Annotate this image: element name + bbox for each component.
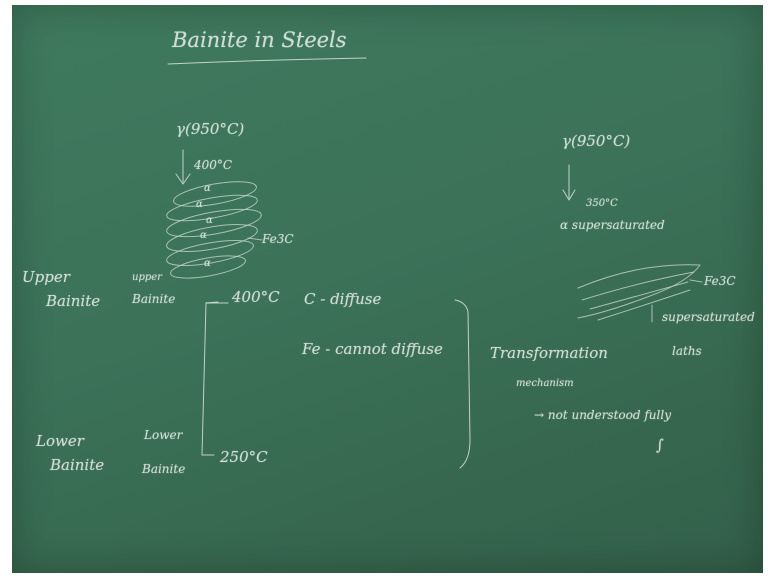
not-understood-note: → not understood fully	[534, 408, 671, 422]
left-gamma-label: γ(950°C)	[176, 120, 245, 138]
carbon-diffuse-note: C - diffuse	[304, 290, 382, 308]
lower-label-2: Bainite	[50, 456, 105, 474]
chalkboard	[12, 5, 763, 573]
transformation-note: Transformation	[490, 344, 608, 362]
right-arrow	[562, 164, 576, 201]
right-hold-temp: 350°C	[586, 198, 618, 209]
right-lath-note: supersaturated	[662, 310, 755, 324]
dash-upper	[205, 301, 219, 304]
upper-label-2: Bainite	[46, 292, 101, 310]
left-bainite-sketch	[166, 181, 263, 279]
lower-temp: 250°C	[220, 448, 268, 466]
left-arrow	[175, 149, 191, 185]
alpha-mark-1: α	[204, 183, 211, 194]
lower-sub-2: Bainite	[142, 462, 186, 476]
right-carbide-label: Fe3C	[704, 274, 736, 288]
upper-label-1: Upper	[22, 268, 70, 286]
right-bainite-sketch	[577, 264, 703, 323]
integral-symbol: ∫	[656, 436, 664, 454]
upper-sub-2: Bainite	[132, 292, 176, 306]
alpha-mark-4: α	[200, 230, 207, 241]
right-bracket	[454, 299, 471, 469]
board-title: Bainite in Steels	[172, 28, 347, 52]
alpha-mark-5: α	[204, 258, 211, 269]
left-carbide-label: Fe3C	[262, 232, 294, 246]
upper-sub-1: upper	[132, 272, 162, 283]
iron-no-diffuse-note: Fe - cannot diffuse	[302, 340, 443, 358]
title-underline	[167, 57, 367, 65]
upper-temp: 400°C	[232, 288, 280, 306]
left-bracket	[201, 302, 229, 456]
right-alpha-label: α supersaturated	[560, 218, 665, 232]
alpha-mark-3: α	[206, 215, 213, 226]
left-hold-temp: 400°C	[194, 158, 233, 172]
mechanism-note: mechanism	[516, 378, 574, 389]
lower-label-1: Lower	[36, 432, 84, 450]
right-gamma-label: γ(950°C)	[562, 132, 631, 150]
alpha-mark-2: α	[196, 199, 203, 210]
lower-sub-1: Lower	[144, 428, 183, 442]
right-lath-note-2: laths	[672, 344, 702, 358]
